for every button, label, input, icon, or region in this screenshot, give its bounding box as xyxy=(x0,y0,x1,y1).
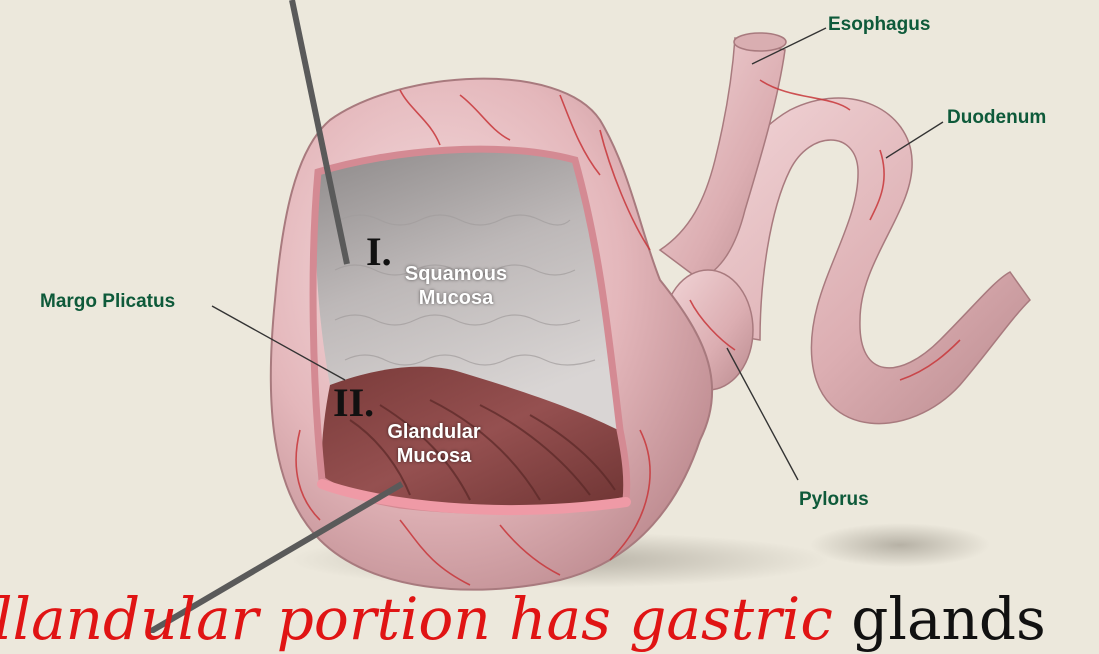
caption-text: llandular portion has gastric glands xyxy=(0,584,1046,654)
floor-shadow-right xyxy=(810,523,990,567)
region-two-marker: II. xyxy=(333,383,374,423)
esophagus-opening xyxy=(734,33,786,51)
squamous-label-line1: Squamous xyxy=(396,262,516,286)
pylorus-label: Pylorus xyxy=(799,489,869,511)
caption-red-text: llandular portion has gastric xyxy=(0,585,833,653)
duodenum-label: Duodenum xyxy=(947,107,1046,129)
glandular-label-line1: Glandular xyxy=(374,420,494,444)
stomach-diagram xyxy=(0,0,1099,633)
region-one-marker: I. xyxy=(366,232,392,272)
squamous-label-line2: Mucosa xyxy=(396,286,516,310)
squamous-mucosa-label: Squamous Mucosa xyxy=(396,262,516,310)
esophagus-label: Esophagus xyxy=(828,14,930,36)
glandular-label-line2: Mucosa xyxy=(374,444,494,468)
pylorus-leader xyxy=(727,348,798,480)
glandular-mucosa-label: Glandular Mucosa xyxy=(374,420,494,468)
caption-black-text: glands xyxy=(833,585,1046,653)
margo-plicatus-label: Margo Plicatus xyxy=(40,291,175,313)
